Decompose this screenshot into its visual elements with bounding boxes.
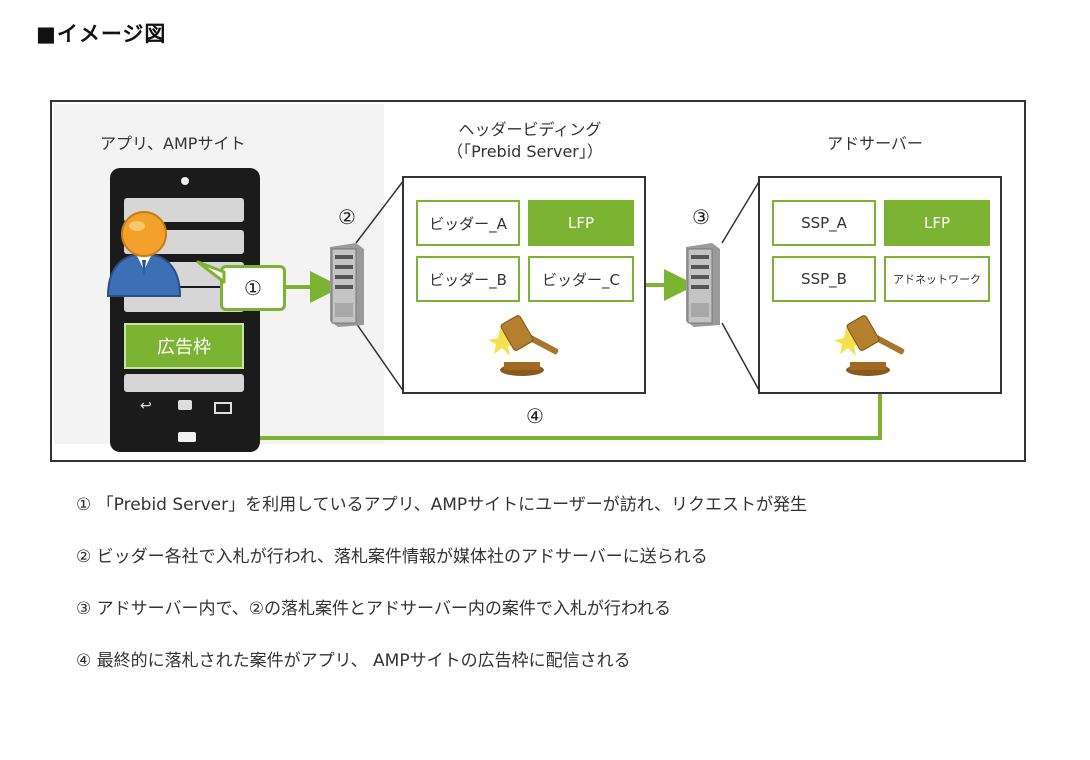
lfp-cell: LFP: [884, 200, 990, 246]
ad-server-box: SSP_A LFP SSP_B アドネットワーク: [758, 176, 1002, 394]
server-tower-icon: [330, 243, 364, 327]
step-4-label: ④: [526, 404, 544, 428]
lfp-cell: LFP: [528, 200, 634, 246]
perspective-line-top-2: [721, 179, 761, 244]
user-avatar-icon: [106, 211, 182, 297]
recent-apps-icon: [214, 402, 232, 414]
home-icon: [178, 400, 192, 410]
auction-gavel-icon: [834, 315, 905, 376]
home-button: [178, 432, 196, 442]
ad-network-cell: アドネットワーク: [884, 256, 990, 302]
camera-icon: [181, 177, 189, 185]
content-bar: [124, 374, 244, 392]
bidder-c-cell: ビッダー_C: [528, 256, 634, 302]
label-prebid-server: （「Prebid Server」）: [447, 142, 603, 161]
bidder-a-cell: ビッダー_A: [416, 200, 520, 246]
step-3-label: ③: [692, 205, 710, 229]
note-step-1: ① 「Prebid Server」を利用しているアプリ、AMPサイトにユーザーが…: [76, 495, 807, 515]
auction-gavel-icon: [488, 315, 559, 376]
perspective-line-bottom-2: [721, 322, 761, 393]
header-bidding-box: ビッダー_A LFP ビッダー_B ビッダー_C: [402, 176, 646, 394]
page-heading: ■イメージ図: [36, 22, 167, 46]
bidder-b-cell: ビッダー_B: [416, 256, 520, 302]
note-step-2: ② ビッダー各社で入札が行われ、落札案件情報が媒体社のアドサーバーに送られる: [76, 547, 708, 567]
note-step-3: ③ アドサーバー内で、②の落札案件とアドサーバー内の案件で入札が行われる: [76, 599, 672, 619]
ssp-b-cell: SSP_B: [772, 256, 876, 302]
perspective-line-bottom-1: [355, 322, 405, 393]
step-2-label: ②: [338, 205, 356, 229]
back-icon: ↩: [140, 398, 152, 414]
ad-slot: 広告枠: [124, 323, 244, 369]
server-tower-icon: [686, 243, 720, 327]
callout-step-1: ①: [220, 265, 286, 311]
label-app-site: アプリ、AMPサイト: [100, 134, 246, 153]
perspective-line-top-1: [355, 179, 405, 244]
ssp-a-cell: SSP_A: [772, 200, 876, 246]
label-ad-server: アドサーバー: [827, 134, 923, 153]
label-header-bidding: ヘッダービディング: [458, 120, 602, 139]
note-step-4: ④ 最終的に落札された案件がアプリ、 AMPサイトの広告枠に配信される: [76, 651, 631, 671]
